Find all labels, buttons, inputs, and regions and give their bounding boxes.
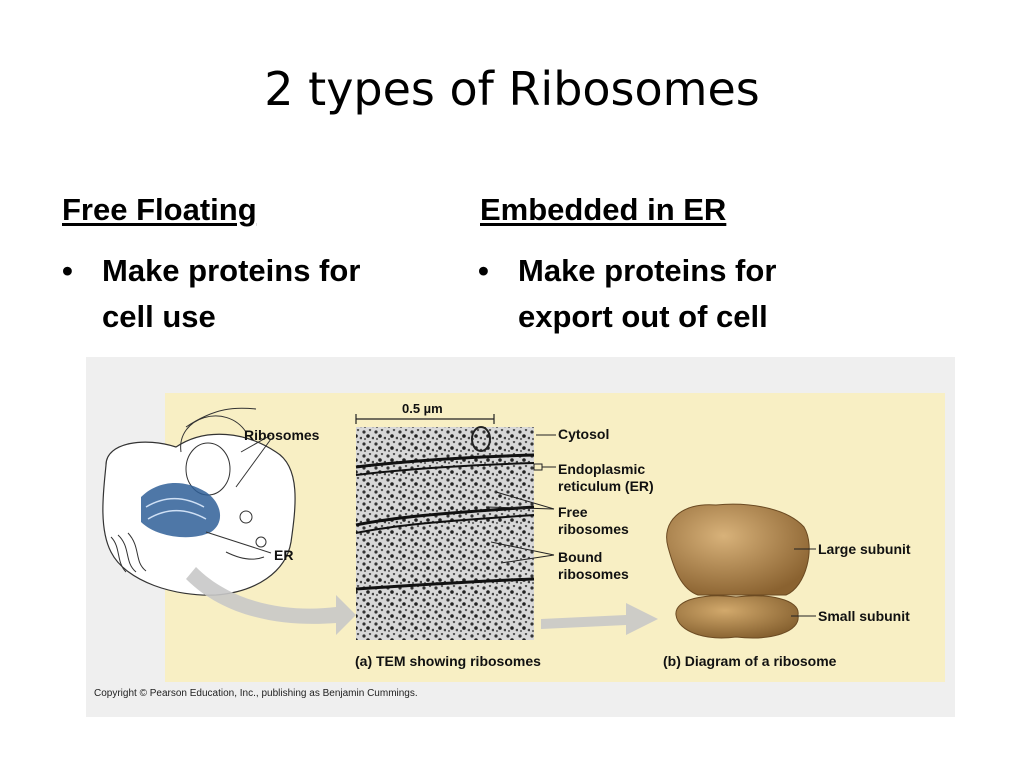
free-floating-heading: Free Floating bbox=[62, 192, 257, 228]
bullet-dot: • bbox=[62, 248, 73, 294]
er-full-label-line-1: Endoplasmic bbox=[558, 461, 654, 478]
ribosome-figure: Ribosomes ER 0.5 µm Cytosol Endoplasmic … bbox=[86, 357, 955, 717]
caption-b: (b) Diagram of a ribosome bbox=[663, 653, 836, 670]
bound-ribosomes-label-line-1: Bound bbox=[558, 549, 629, 566]
embedded-er-heading: Embedded in ER bbox=[480, 192, 726, 228]
bullet-dot: • bbox=[478, 248, 489, 294]
bullet-text-line-1: Make proteins for bbox=[102, 248, 360, 294]
er-label: ER bbox=[274, 547, 293, 564]
copyright-notice: Copyright © Pearson Education, Inc., pub… bbox=[94, 688, 418, 699]
er-full-label-line-2: reticulum (ER) bbox=[558, 478, 654, 495]
caption-a: (a) TEM showing ribosomes bbox=[355, 653, 541, 670]
large-subunit-label: Large subunit bbox=[818, 541, 911, 558]
bullet-text-line-2: cell use bbox=[102, 294, 216, 340]
er-full-label: Endoplasmic reticulum (ER) bbox=[558, 461, 654, 495]
small-subunit-label: Small subunit bbox=[818, 608, 910, 625]
cytosol-label: Cytosol bbox=[558, 426, 609, 443]
free-ribosomes-label-line-2: ribosomes bbox=[558, 521, 629, 538]
tem-micrograph bbox=[356, 427, 534, 640]
bound-ribosomes-label-line-2: ribosomes bbox=[558, 566, 629, 583]
bullet-text-line-2: export out of cell bbox=[518, 294, 768, 340]
ribosomes-label: Ribosomes bbox=[244, 427, 319, 444]
scale-bar-label: 0.5 µm bbox=[402, 400, 443, 417]
arrow-to-diagram bbox=[541, 603, 658, 635]
free-ribosomes-label: Free ribosomes bbox=[558, 504, 629, 538]
free-ribosomes-label-line-1: Free bbox=[558, 504, 629, 521]
ribosome-diagram bbox=[667, 504, 816, 638]
bullet-text-line-1: Make proteins for bbox=[518, 248, 776, 294]
bound-ribosomes-label: Bound ribosomes bbox=[558, 549, 629, 583]
slide-title: 2 types of Ribosomes bbox=[0, 62, 1024, 116]
